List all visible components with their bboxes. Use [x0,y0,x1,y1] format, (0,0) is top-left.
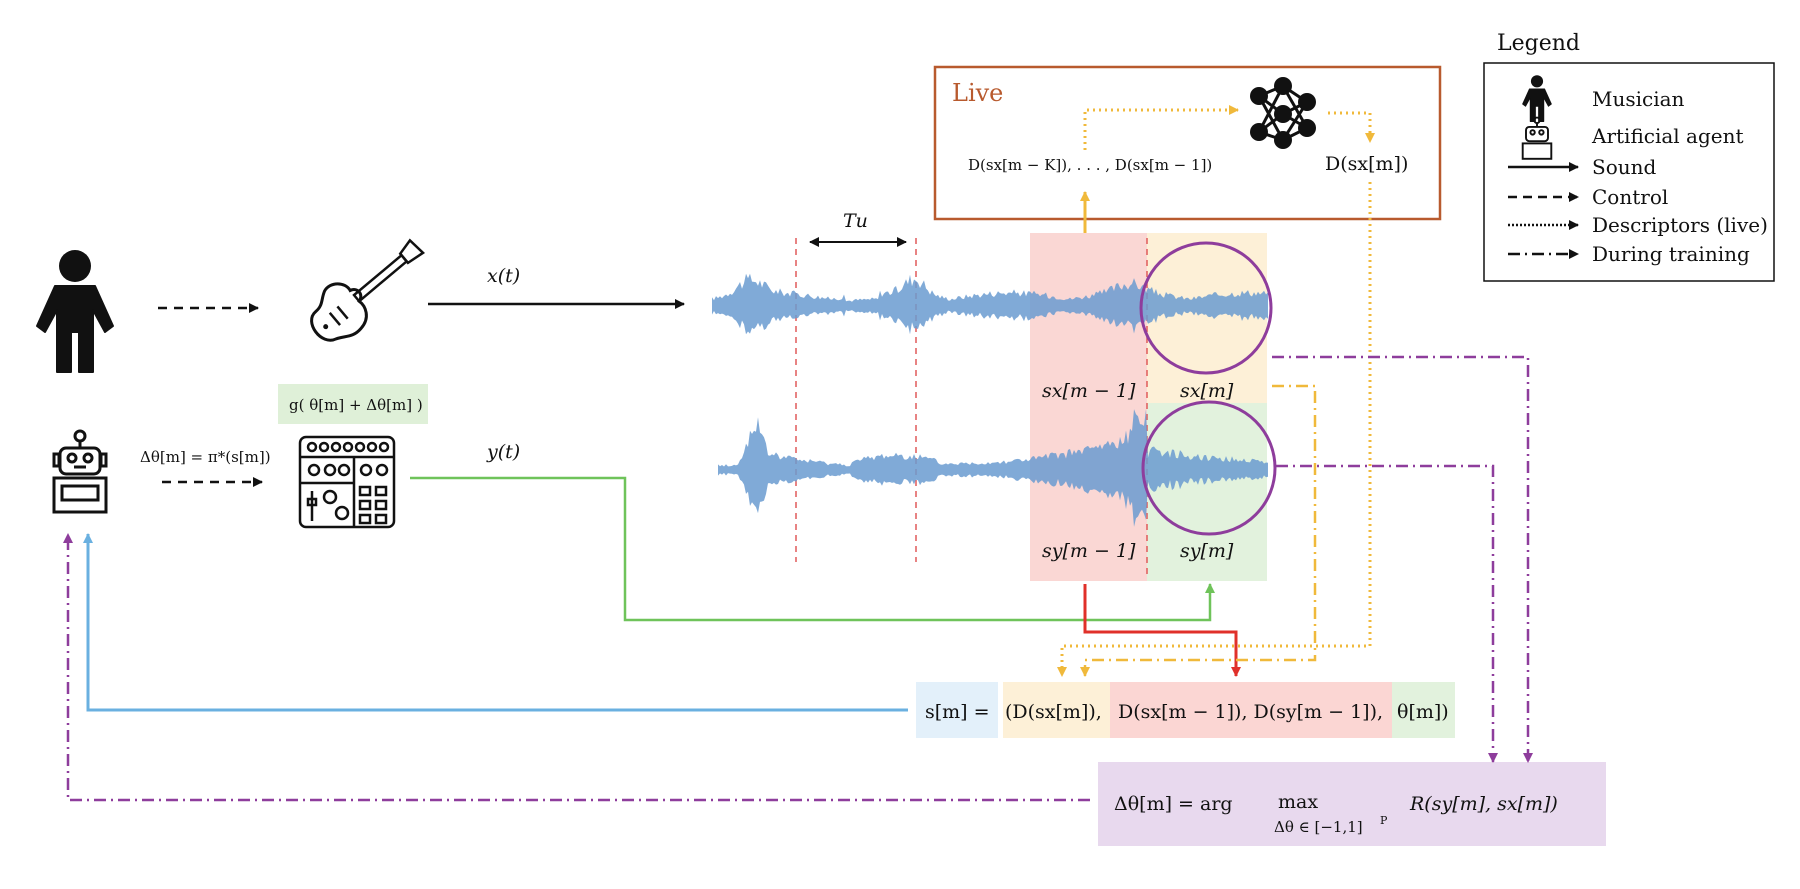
legend-box [1483,62,1775,282]
x-waveform [712,273,1268,335]
live-dotted-out-arrow [1328,111,1375,143]
state-theta-block [1392,682,1455,738]
waveform-envelope [718,409,1268,527]
sy-current-circle [1141,400,1277,536]
state-dsx-label: (D(sx[m]), [1005,701,1102,723]
y-feedback-arrow [410,476,1215,622]
y-waveform [718,409,1268,527]
robot-icon [52,429,108,514]
state-dsx-block [1003,682,1110,738]
state-theta-label: θ[m]) [1397,701,1449,723]
tu-label: Tu [843,210,868,232]
legend-item-musician: Musician [1592,87,1685,111]
x-signal-label: x(t) [487,265,520,287]
waveform-envelope [712,273,1268,335]
objective-box [1098,762,1606,846]
state-s-label: s[m] = [925,701,990,723]
musician-icon [36,250,114,373]
training-sy-arrow [1276,464,1498,763]
legend-title: Legend [1497,31,1580,56]
legend-musician-icon [1522,75,1552,122]
policy-label: Δθ[m] = π*(s[m]) [140,448,271,466]
legend-item-training: During training [1592,242,1750,266]
state-dprev-block [1110,682,1392,738]
objective-sup: P [1380,814,1388,827]
sx-prev-block [1030,233,1147,581]
live-dotted-in-arrow [1083,105,1239,150]
legend-item-agent: Artificial agent [1591,124,1744,148]
y-signal-label: y(t) [486,441,520,463]
g-box [278,384,428,424]
guitar-icon [310,238,426,342]
live-title: Live [952,79,1003,107]
sy-prev-label: sy[m − 1] [1042,540,1136,562]
prev-frames-arrow [1083,584,1241,677]
objective-lhs: Δθ[m] = arg [1114,793,1233,815]
objective-max: max [1278,791,1318,813]
live-output-label: D(sx[m]) [1325,153,1408,175]
sy-cur-label: sy[m] [1180,540,1234,562]
sx-cur-label: sx[m] [1180,380,1234,402]
legend-item-descriptors: Descriptors (live) [1592,213,1768,237]
live-box [933,65,1442,221]
legend-item-control: Control [1592,185,1668,209]
state-to-agent-arrow [83,533,908,712]
live-descriptor-down-arrow [1057,182,1372,677]
state-s-block [916,682,998,738]
legend-item-sound: Sound [1592,155,1657,179]
training-descriptor-arrow [1080,384,1317,677]
effects-controller-icon [298,435,396,529]
g-box-label: g( θ[m] + Δθ[m] ) [289,396,423,414]
neural-network-icon [1250,77,1316,149]
objective-rhs: R(sy[m], sx[m]) [1409,793,1558,815]
objective-sub: Δθ ∈ [−1,1] [1274,818,1363,836]
training-to-agent-arrow [63,533,1090,802]
sy-cur-block [1147,403,1267,581]
sx-prev-label: sx[m − 1] [1042,380,1136,402]
live-input-label: D(sx[m − K]), . . . , D(sx[m − 1]) [968,156,1212,174]
sx-current-circle [1139,241,1273,375]
legend-robot-icon [1521,116,1553,160]
state-dprev-label: D(sx[m − 1]), D(sy[m − 1]), [1118,701,1383,723]
